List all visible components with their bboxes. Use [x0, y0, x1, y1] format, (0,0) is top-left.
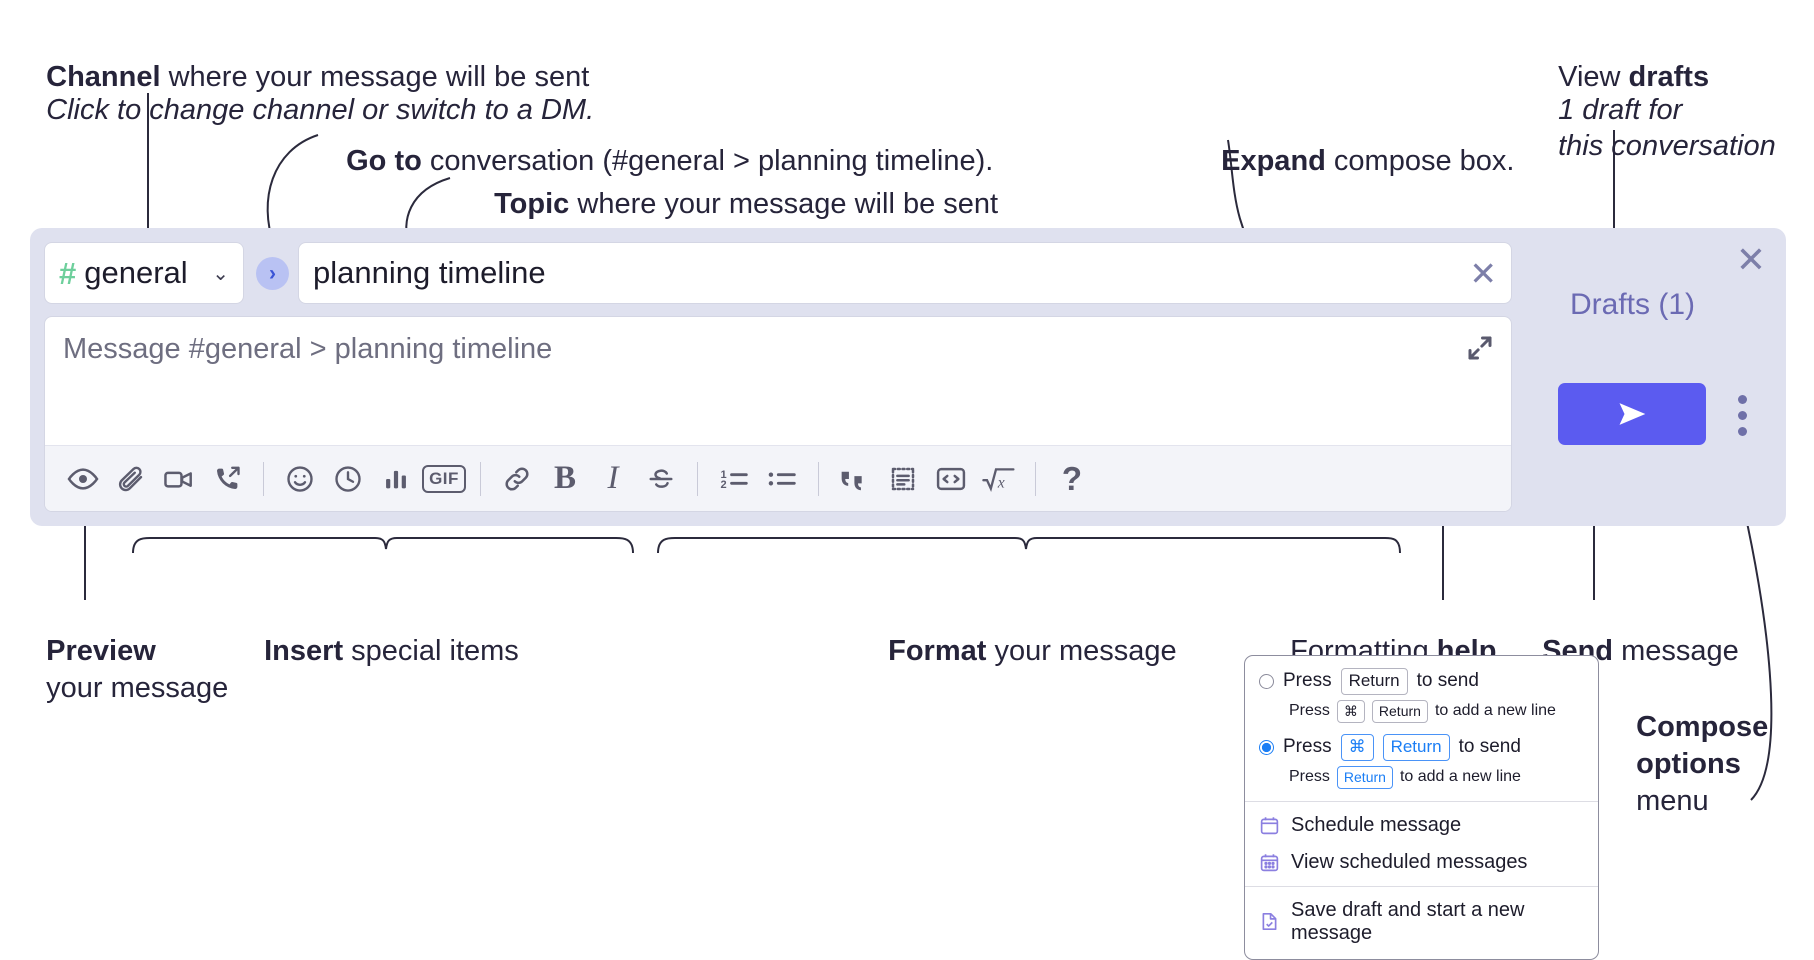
annotation-channel-lead: Channel — [46, 61, 161, 94]
file-check-icon — [1262, 913, 1277, 931]
emoji-icon[interactable] — [276, 455, 324, 503]
radio-label-tail: to send — [1416, 670, 1479, 692]
strikethrough-icon[interactable] — [637, 455, 685, 503]
send-shortcut-options: Press Return to send Press ⌘ Return to a… — [1245, 656, 1598, 801]
radio-option-return-sub: Press ⌘ Return to add a new line — [1245, 697, 1598, 726]
help-icon[interactable]: ? — [1048, 455, 1096, 503]
svg-text:x: x — [997, 474, 1005, 491]
bold-label: B — [553, 460, 576, 496]
annotation-drafts-sub1: 1 draft for — [1558, 94, 1683, 127]
expand-icon[interactable] — [1465, 333, 1495, 363]
radio-option-cmd-return[interactable]: Press ⌘ Return to send — [1245, 732, 1598, 763]
compose-options-button[interactable] — [1730, 390, 1754, 440]
drafts-link[interactable]: Drafts (1) — [1570, 288, 1696, 321]
link-icon[interactable] — [493, 455, 541, 503]
menu-item-save-draft[interactable]: Save draft and start a new message — [1245, 892, 1598, 952]
compose-options-menu: Press Return to send Press ⌘ Return to a… — [1244, 655, 1599, 960]
math-icon[interactable]: x — [975, 455, 1023, 503]
compose-panel: # general ⌄ › planning timeline ✕ Messag… — [30, 228, 1786, 526]
annotation-channel-rest: where your message will be sent — [160, 61, 590, 94]
key-return: Return — [1371, 699, 1428, 723]
radio-option-return[interactable]: Press Return to send — [1245, 666, 1598, 697]
toolbar-separator — [697, 461, 698, 496]
radio-label-press: Press — [1283, 670, 1332, 692]
goto-conversation-button[interactable]: › — [256, 257, 289, 290]
calendar-grid-icon — [1260, 853, 1279, 871]
svg-text:2: 2 — [720, 479, 726, 491]
bold-icon[interactable]: B — [541, 455, 589, 503]
toolbar-separator — [263, 461, 264, 496]
topic-value: planning timeline — [313, 255, 546, 290]
svg-text:1: 1 — [720, 468, 726, 480]
annotation-topic: Topic where your message will be sent — [494, 188, 999, 221]
attachment-icon[interactable] — [107, 455, 155, 503]
menu-divider — [1245, 885, 1598, 887]
schedule-group: Schedule message View scheduled messages — [1245, 802, 1598, 886]
gif-icon[interactable]: GIF — [420, 455, 468, 503]
annotation-preview: Preview — [46, 635, 156, 668]
close-icon[interactable]: ✕ — [1469, 254, 1497, 292]
toolbar-separator — [1035, 461, 1036, 496]
dot — [1737, 426, 1747, 436]
annotation-format: Format your message — [888, 635, 1177, 668]
key-command: ⌘ — [1340, 733, 1374, 761]
key-return: Return — [1336, 765, 1393, 789]
hash-icon: # — [59, 255, 77, 291]
call-icon[interactable] — [203, 455, 251, 503]
send-icon — [1619, 403, 1646, 425]
message-placeholder: Message #general > planning timeline — [63, 333, 553, 365]
toolbar-separator — [818, 461, 819, 496]
menu-divider — [1245, 800, 1598, 802]
menu-item-view-scheduled-messages[interactable]: View scheduled messages — [1245, 844, 1598, 881]
annotation-preview-sub: your message — [46, 672, 229, 705]
dot — [1737, 394, 1747, 404]
key-return: Return — [1382, 733, 1450, 761]
annotation-drafts-sub2: this conversation — [1558, 130, 1776, 163]
bulleted-list-icon[interactable] — [758, 455, 806, 503]
key-return: Return — [1340, 668, 1408, 695]
toolbar-separator — [480, 461, 481, 496]
help-label: ? — [1061, 459, 1083, 497]
channel-name: general — [84, 255, 188, 290]
draft-group: Save draft and start a new message — [1245, 887, 1598, 959]
annotation-channel-sub: Click to change channel or switch to a D… — [46, 94, 595, 127]
annotation-compose-options-3: menu — [1636, 785, 1709, 818]
italic-label: I — [607, 460, 619, 496]
clock-icon[interactable] — [324, 455, 372, 503]
dot — [1737, 410, 1747, 420]
channel-selector[interactable]: # general ⌄ — [44, 242, 244, 304]
annotation-insert: Insert special items — [264, 635, 519, 668]
annotation-channel: Channel where your message will be sent — [30, 22, 589, 96]
annotation-compose-options: Compose — [1636, 711, 1769, 744]
calendar-icon — [1260, 816, 1279, 834]
annotation-compose-options-2: options — [1636, 748, 1741, 781]
annotation-drafts: View drafts — [1558, 61, 1710, 94]
chevron-right-icon: › — [269, 261, 276, 285]
radio-button-selected[interactable] — [1259, 739, 1274, 755]
italic-icon[interactable]: I — [589, 455, 637, 503]
topic-input[interactable]: planning timeline ✕ — [298, 242, 1512, 304]
annotation-expand: Expand compose box. — [1221, 145, 1515, 178]
key-command: ⌘ — [1336, 699, 1365, 723]
blockquote-icon[interactable] — [831, 455, 879, 503]
menu-item-schedule-message[interactable]: Schedule message — [1245, 807, 1598, 844]
poll-icon[interactable] — [372, 455, 420, 503]
code-block-icon[interactable] — [879, 455, 927, 503]
video-icon[interactable] — [155, 455, 203, 503]
inline-code-icon[interactable] — [927, 455, 975, 503]
message-input[interactable]: Message #general > planning timeline — [44, 316, 1512, 512]
preview-icon[interactable] — [59, 455, 107, 503]
annotation-goto: Go to conversation (#general > planning … — [346, 145, 994, 178]
annotation-send: Send message — [1542, 635, 1739, 668]
gif-label: GIF — [422, 464, 466, 493]
radio-button[interactable] — [1259, 673, 1274, 689]
send-button[interactable] — [1558, 383, 1706, 445]
radio-option-cmd-return-sub: Press Return to add a new line — [1245, 763, 1598, 792]
chevron-down-icon: ⌄ — [212, 262, 229, 285]
close-icon[interactable]: ✕ — [1735, 239, 1766, 280]
